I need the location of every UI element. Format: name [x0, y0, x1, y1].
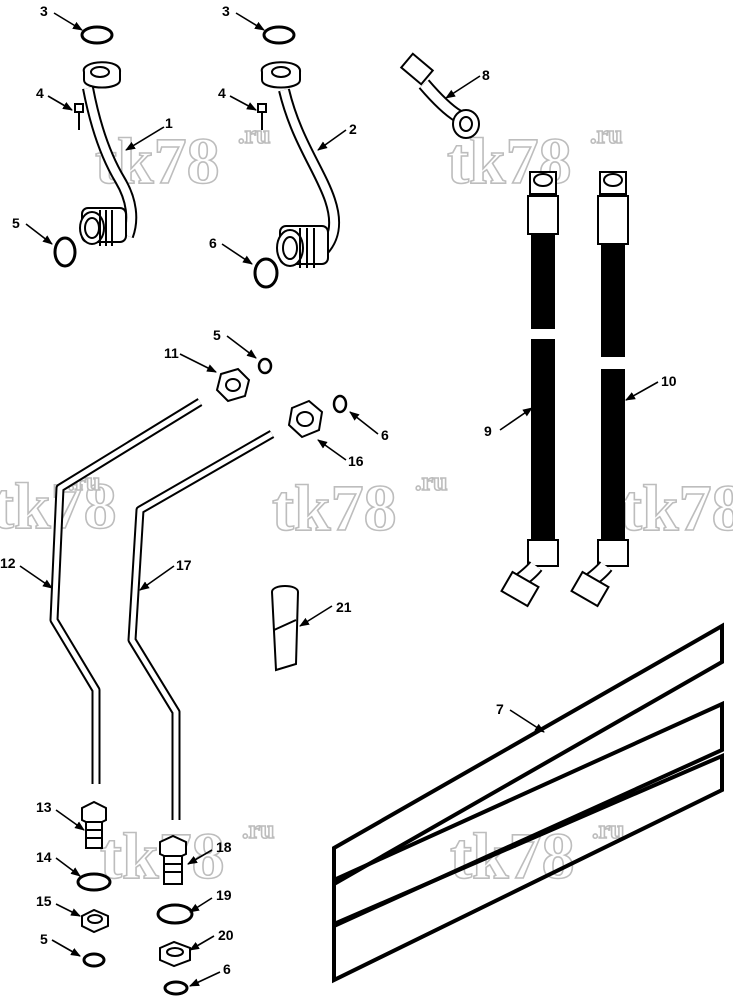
part-1-elbow-pipe [79, 61, 138, 246]
callout-labels: 3 3 4 4 1 2 5 6 8 5 11 6 16 9 10 12 17 2… [0, 3, 677, 977]
watermark-mid-center: tk78 .ru [271, 466, 448, 546]
callout-1: 1 [165, 115, 173, 131]
part-6-oring [332, 394, 348, 414]
callout-5: 5 [12, 215, 20, 231]
watermark-suffix: .ru [242, 815, 275, 844]
callout-arrows [19, 12, 659, 987]
callout-6: 6 [209, 235, 217, 251]
callout-9: 9 [484, 423, 492, 439]
callout-18: 18 [216, 839, 232, 855]
watermark-main: tk78 [620, 472, 733, 545]
part-3-oring-right [262, 25, 296, 45]
part-3-oring-left [80, 25, 114, 45]
watermark-bottom-left: tk78 .ru [99, 814, 275, 894]
callout-6: 6 [381, 427, 389, 443]
callout-10: 10 [661, 373, 677, 389]
callout-19: 19 [216, 887, 232, 903]
part-13-fitting [81, 800, 107, 849]
callout-17: 17 [176, 557, 192, 573]
watermark-main: tk78 [272, 472, 397, 545]
part-5-oring [82, 952, 106, 968]
part-5-oring [257, 357, 273, 375]
callout-3: 3 [222, 3, 230, 19]
callout-3: 3 [40, 3, 48, 19]
watermark-main: tk78 [95, 125, 220, 198]
watermark-top-left: tk78 .ru [94, 119, 271, 199]
watermark-main: tk78 [100, 820, 225, 893]
part-2-elbow-pipe [260, 61, 341, 268]
part-17-tube [127, 430, 275, 820]
part-4-bolt-right [257, 103, 267, 130]
part-18-fitting [159, 834, 187, 885]
callout-12: 12 [0, 555, 16, 571]
watermark-suffix: .ru [238, 120, 271, 149]
part-12-tube [49, 398, 203, 784]
callout-5: 5 [40, 931, 48, 947]
callout-7: 7 [496, 701, 504, 717]
part-16-nut [287, 399, 324, 439]
part-8-elbow-fitting [399, 52, 480, 139]
part-6-oring [253, 257, 279, 289]
part-20-nut [159, 940, 191, 968]
callout-5: 5 [213, 327, 221, 343]
watermark-main: tk78 [450, 820, 575, 893]
callout-2: 2 [349, 121, 357, 137]
callout-21: 21 [336, 599, 352, 615]
part-5-oring [53, 236, 77, 268]
callout-13: 13 [36, 799, 52, 815]
part-19-washer [156, 903, 194, 925]
part-21-key [270, 585, 300, 672]
callout-14: 14 [36, 849, 52, 865]
part-6-oring [163, 980, 189, 996]
part-9-hose [500, 171, 559, 608]
watermark-mid-right: tk78 [619, 471, 733, 546]
callout-20: 20 [218, 927, 234, 943]
part-15-nut [81, 908, 109, 934]
callout-15: 15 [36, 893, 52, 909]
callout-6: 6 [223, 961, 231, 977]
part-7-gasket-set [332, 622, 724, 984]
callout-4: 4 [36, 85, 44, 101]
callout-4: 4 [218, 85, 226, 101]
part-4-bolt-left [74, 103, 84, 130]
part-10-hose [570, 171, 629, 608]
part-14-washer [76, 872, 112, 892]
watermark-suffix: .ru [415, 467, 448, 496]
callout-16: 16 [348, 453, 364, 469]
watermark-suffix: .ru [590, 120, 623, 149]
callout-8: 8 [482, 67, 490, 83]
callout-11: 11 [164, 345, 179, 361]
part-11-nut [215, 367, 251, 403]
